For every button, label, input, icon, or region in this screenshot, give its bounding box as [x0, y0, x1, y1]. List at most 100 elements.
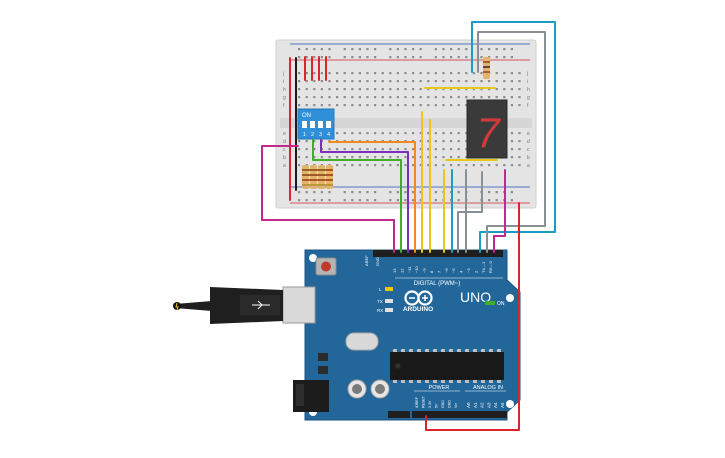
digital-pin-label: 8: [429, 270, 434, 273]
rail-hole: [488, 56, 491, 59]
rail-hole: [374, 191, 377, 194]
dip-position-4: 4: [327, 132, 330, 138]
breadboard-hole: [450, 156, 453, 159]
breadboard-hole: [442, 164, 445, 167]
usb-cable-wire: [175, 301, 212, 311]
breadboard-hole: [434, 132, 437, 135]
breadboard-hole: [404, 148, 407, 151]
rail-hole: [366, 191, 369, 194]
breadboard-hole: [358, 132, 361, 135]
breadboard-hole: [434, 156, 437, 159]
breadboard-hole: [442, 132, 445, 135]
breadboard-hole: [434, 148, 437, 151]
reset-button-cap[interactable]: [321, 261, 331, 272]
rail-hole: [495, 48, 498, 51]
breadboard-hole: [427, 156, 430, 159]
breadboard-hole: [465, 72, 468, 75]
breadboard-hole: [351, 72, 354, 75]
breadboard-hole: [457, 88, 460, 91]
power-header: [412, 411, 466, 418]
wire-gray: [457, 171, 483, 253]
chip-pin: [393, 380, 397, 383]
breadboard-hole: [404, 156, 407, 159]
chip-pin: [457, 380, 461, 383]
breadboard-hole: [450, 132, 453, 135]
breadboard-hole: [465, 148, 468, 151]
rail-hole: [358, 199, 361, 202]
rail-hole: [343, 191, 346, 194]
wire-red-5v: [425, 202, 520, 431]
rail-hole: [366, 48, 369, 51]
breadboard-hole: [343, 88, 346, 91]
rail-hole: [320, 56, 323, 59]
dip-position-3: 3: [319, 132, 322, 138]
breadboard-hole: [313, 156, 316, 159]
rail-hole: [412, 48, 415, 51]
dip-switch[interactable]: ON 1 2 3 4: [297, 108, 335, 140]
breadboard-hole: [503, 96, 506, 99]
dip-toggle-4[interactable]: [326, 121, 331, 128]
led-rx: [385, 308, 393, 312]
rail-hole: [313, 191, 316, 194]
breadboard-hole: [404, 164, 407, 167]
breadboard-hole: [328, 104, 331, 107]
breadboard-hole: [305, 148, 308, 151]
breadboard-hole: [404, 132, 407, 135]
breadboard-hole: [442, 80, 445, 83]
rail-hole: [320, 48, 323, 51]
breadboard-hole: [313, 88, 316, 91]
rail-hole: [374, 48, 377, 51]
breadboard-hole: [457, 104, 460, 107]
breadboard-hole: [450, 140, 453, 143]
breadboard-hole: [343, 72, 346, 75]
breadboard-hole: [457, 132, 460, 135]
chip-pin: [497, 380, 501, 383]
seven-segment-body: [466, 99, 508, 159]
breadboard-hole: [442, 140, 445, 143]
breadboard-hole: [442, 88, 445, 91]
breadboard-hole: [518, 148, 521, 151]
rail-hole: [351, 199, 354, 202]
breadboard-hole: [404, 96, 407, 99]
dip-toggle-1[interactable]: [302, 121, 307, 128]
breadboard-hole: [366, 132, 369, 135]
breadboard-hole: [510, 156, 513, 159]
breadboard-hole: [434, 88, 437, 91]
breadboard-hole: [434, 72, 437, 75]
chip-pin: [465, 349, 469, 352]
breadboard-hole: [389, 148, 392, 151]
breadboard-hole: [412, 80, 415, 83]
breadboard-hole: [518, 140, 521, 143]
seven-segment-digit: 7: [476, 109, 501, 156]
rail-hole: [389, 48, 392, 51]
rail-hole: [457, 56, 460, 59]
breadboard-hole: [442, 104, 445, 107]
row-letter: i: [283, 79, 284, 85]
rail-hole: [480, 56, 483, 59]
breadboard-hole: [503, 88, 506, 91]
breadboard-hole: [336, 80, 339, 83]
breadboard-hole: [343, 164, 346, 167]
breadboard-hole: [465, 88, 468, 91]
breadboard-hole: [298, 140, 301, 143]
breadboard-hole: [480, 96, 483, 99]
rail-hole: [404, 191, 407, 194]
breadboard-hole: [396, 72, 399, 75]
breadboard-hole: [419, 148, 422, 151]
breadboard-hole: [336, 148, 339, 151]
breadboard-hole: [480, 164, 483, 167]
rail-hole: [510, 199, 513, 202]
rail-hole: [434, 199, 437, 202]
breadboard-hole: [510, 104, 513, 107]
digital-pin-label: ~6: [444, 268, 449, 273]
rail-hole: [305, 199, 308, 202]
dip-toggle-2[interactable]: [310, 121, 315, 128]
breadboard-hole: [450, 72, 453, 75]
breadboard-hole: [434, 96, 437, 99]
dc-jack-face: [296, 384, 304, 406]
breadboard-hole: [518, 72, 521, 75]
breadboard-hole: [381, 72, 384, 75]
dip-toggle-3[interactable]: [318, 121, 323, 128]
